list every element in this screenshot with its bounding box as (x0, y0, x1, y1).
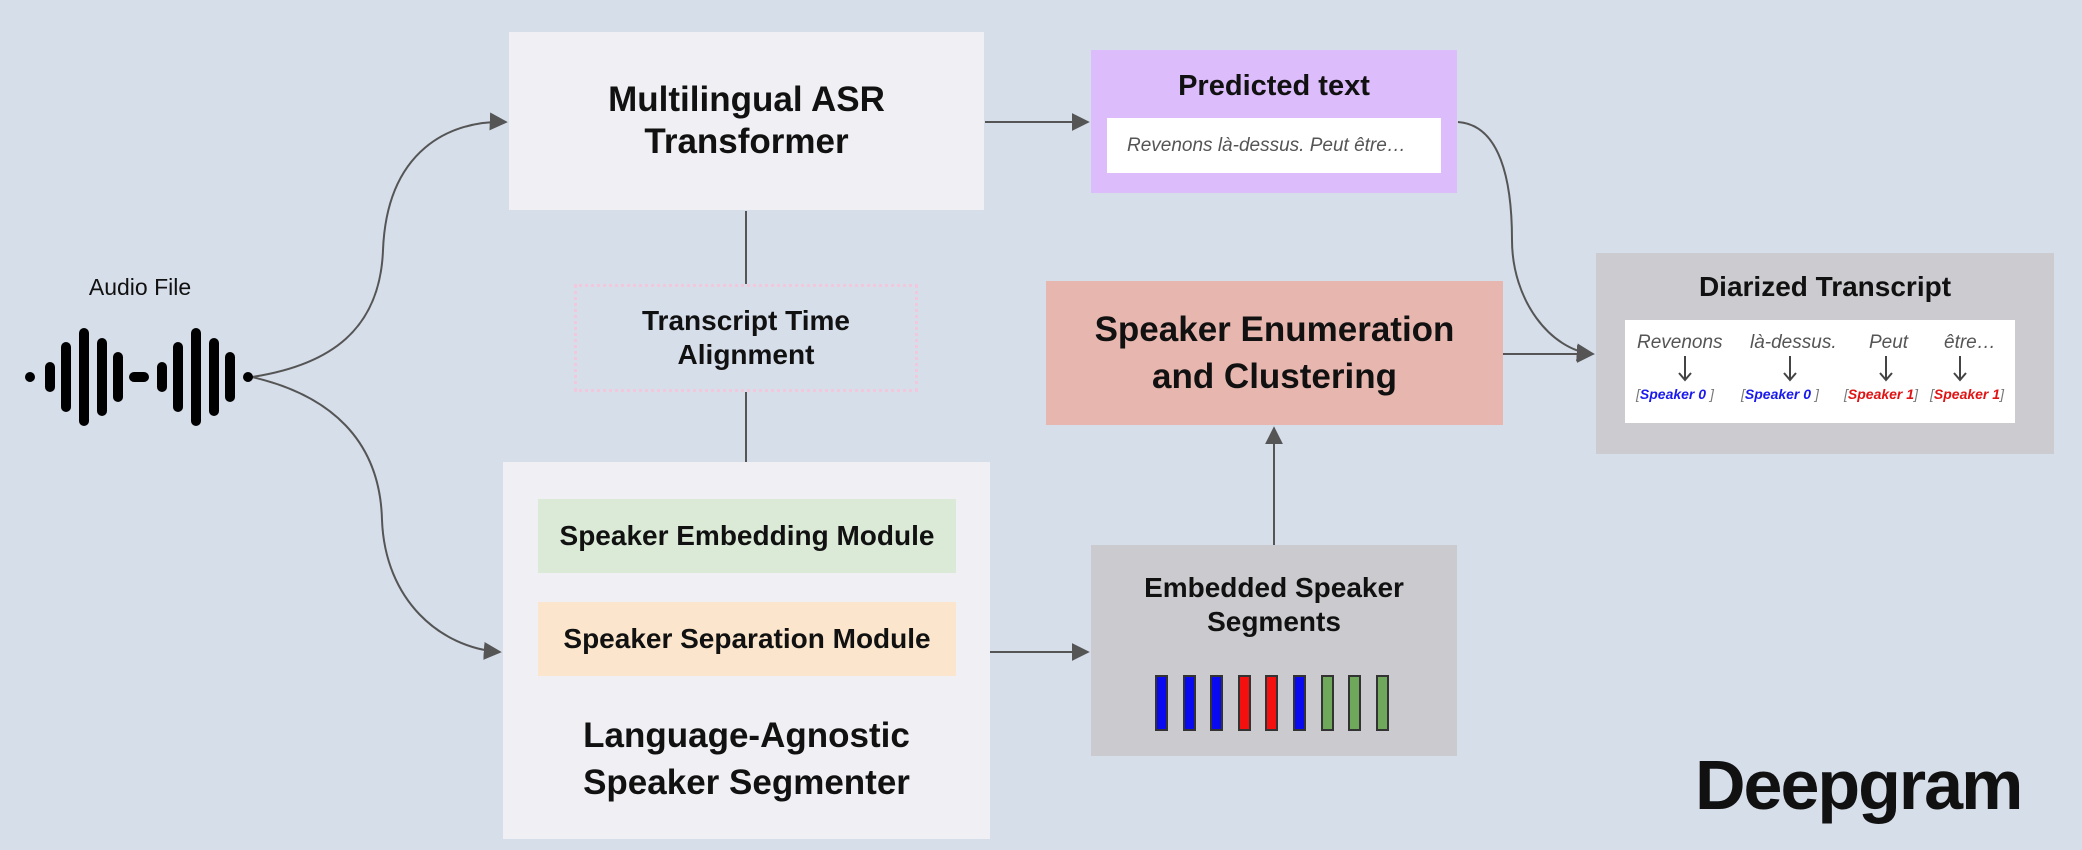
segment-bar-blue (1293, 675, 1306, 731)
speaker-enumeration-box: Speaker Enumeration and Clustering (1046, 281, 1503, 425)
segmenter-title: Language-Agnostic Speaker Segmenter (503, 712, 990, 807)
speaker-tag-label: Speaker 1 (1847, 386, 1915, 402)
speaker-segmenter-box: Speaker Embedding Module Speaker Separat… (503, 462, 990, 839)
asr-transformer-box: Multilingual ASR Transformer (509, 32, 984, 210)
diarized-word: là-dessus. (1750, 332, 1837, 353)
diarized-word: Peut (1869, 332, 1909, 353)
segment-bar-blue (1210, 675, 1224, 731)
speaker-tag: [Speaker 1] (1844, 386, 1918, 402)
enumeration-line2: and Clustering (1151, 357, 1398, 396)
asr-title-line1: Multilingual ASR (608, 80, 885, 119)
embedded-segments-title: Embedded Speaker Segments (1091, 571, 1457, 639)
deepgram-logo: Deepgram (1695, 746, 2023, 824)
audio-to-segmenter-arrow (251, 376, 502, 660)
predicted-text-title: Predicted text (1178, 70, 1370, 102)
speaker-tag-label: Speaker 0 (1639, 386, 1707, 402)
down-arrow-icon (1783, 356, 1797, 382)
embedded-segments-line2: Segments (1207, 606, 1341, 638)
segment-bar-green (1348, 675, 1362, 731)
speaker-tag-label: Speaker 1 (1933, 386, 2001, 402)
predicted-text-value: Revenons là-dessus. Peut être… (1107, 118, 1441, 173)
speaker-tag: [Speaker 1] (1930, 386, 2004, 402)
segment-bar-red (1237, 675, 1251, 731)
speaker-tag: [Speaker 0 ] (1636, 386, 1714, 402)
alignment-line1: Transcript Time (641, 304, 850, 336)
segment-bar-blue (1155, 675, 1168, 731)
predicted-to-diarized-arrow (1457, 121, 1595, 362)
embedded-segments-box: Embedded Speaker Segments (1091, 545, 1457, 756)
speaker-separation-module: Speaker Separation Module (538, 602, 956, 676)
segment-bar-blue (1182, 675, 1196, 731)
audio-file-label: Audio File (88, 274, 192, 300)
segment-bar-green (1320, 675, 1334, 731)
diarized-transcript-title: Diarized Transcript (1698, 271, 1952, 302)
alignment-line2: Alignment (677, 339, 815, 370)
predicted-text-box: Predicted text Revenons là-dessus. Peut … (1091, 50, 1457, 193)
down-arrow-icon (1678, 356, 1692, 382)
transcript-alignment-box: Transcript Time Alignment (574, 284, 918, 392)
segment-bar-red (1265, 675, 1279, 731)
diarized-word: Revenons (1637, 332, 1723, 353)
down-arrow-icon (1953, 356, 1967, 382)
embedded-segments-line1: Embedded Speaker (1144, 572, 1404, 603)
diarized-transcript-box: Diarized Transcript Revenons là-dessus. … (1596, 253, 2054, 454)
segmenter-title-line1: Language-Agnostic (583, 716, 910, 755)
audio-to-asr-arrow (251, 112, 508, 378)
waveform-icon (25, 328, 253, 426)
segmenter-title-line2: Speaker Segmenter (583, 763, 910, 803)
diarized-transcript-panel: Revenons là-dessus. Peut être… [Speaker … (1625, 320, 2015, 423)
speaker-embedding-module: Speaker Embedding Module (538, 499, 956, 573)
speaker-tag-label: Speaker 0 (1744, 386, 1812, 402)
asr-title-line2: Transformer (644, 122, 849, 161)
diarized-word: être… (1944, 332, 1996, 353)
speaker-tag: [Speaker 0 ] (1741, 386, 1819, 402)
segment-bar-green (1375, 675, 1389, 731)
down-arrow-icon (1879, 356, 1893, 382)
enumeration-line1: Speaker Enumeration (1094, 309, 1455, 349)
